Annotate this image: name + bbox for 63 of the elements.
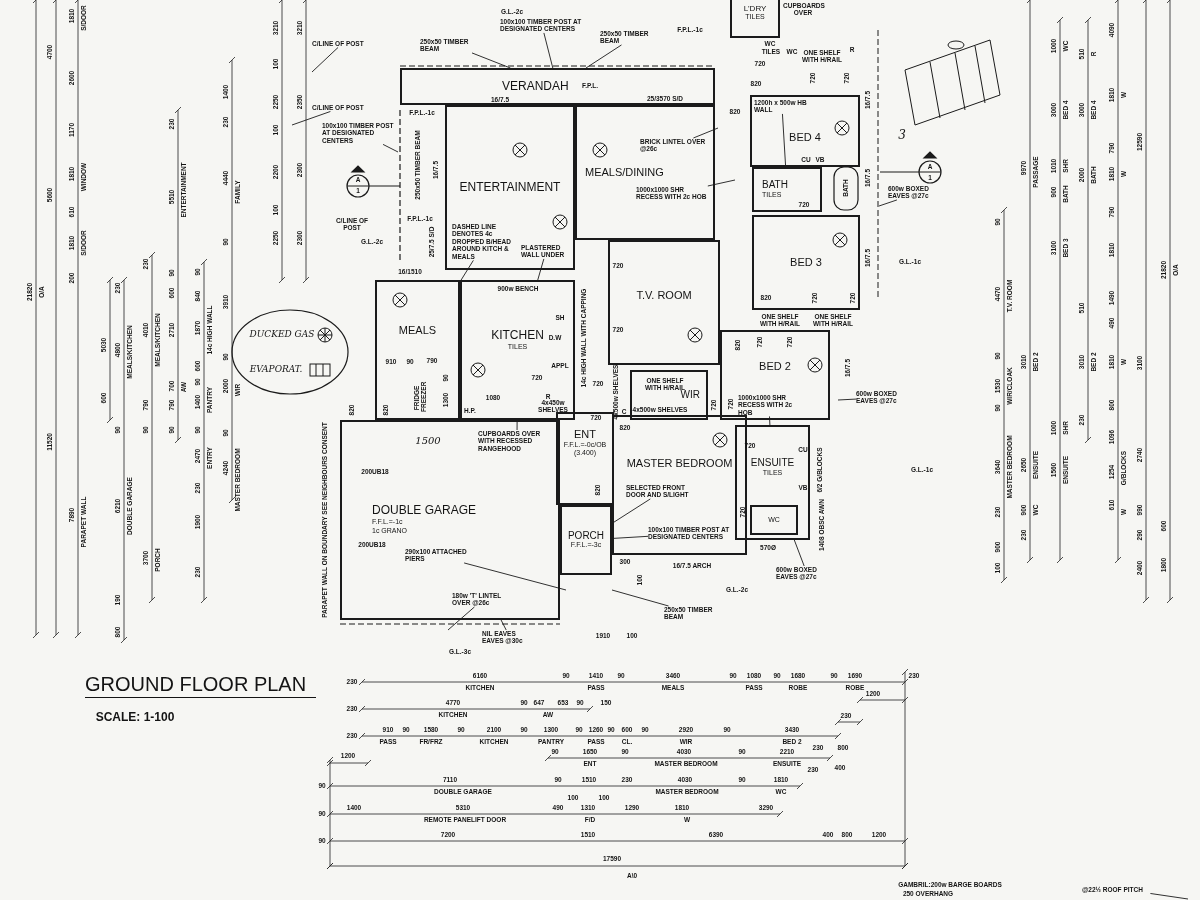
room-outline: [460, 280, 575, 420]
leader-line: [611, 589, 670, 607]
room-name: KITCHEN: [491, 328, 544, 343]
room-outline: [630, 370, 708, 420]
leader-line: [611, 498, 651, 524]
leader-line: [878, 199, 898, 207]
room-outline: [730, 0, 780, 38]
room-outline: [750, 505, 798, 535]
room-outline: [556, 412, 614, 505]
handwritten-note: DUCKED GAS: [249, 330, 315, 340]
leader-line: [463, 562, 567, 591]
room-outline: [375, 280, 460, 420]
room-name: L'DRY: [743, 4, 767, 14]
leader-line: [516, 419, 518, 431]
room-outline: [752, 215, 860, 310]
leader-line: [471, 52, 511, 69]
leader-line: [291, 111, 331, 126]
leader-line: [837, 398, 857, 401]
room-name: MEALS: [398, 323, 437, 337]
room-name: T.V. ROOM: [636, 289, 692, 302]
handwritten-note: EVAPORAT.: [249, 365, 303, 375]
room-outline: [735, 425, 810, 540]
leader-line: [782, 113, 787, 168]
room-name: ENT: [574, 428, 596, 441]
room-outline: [720, 330, 830, 420]
plan-title: GROUND FLOOR PLAN: [85, 673, 317, 698]
leader-line: [611, 535, 649, 539]
room-outline: [575, 105, 715, 240]
room-outline: [445, 105, 575, 270]
room-name: ENSUITE: [750, 457, 795, 469]
leader-line: [459, 259, 474, 283]
leader-line: [793, 539, 805, 567]
scale-note: SCALE: 1-100: [95, 711, 175, 725]
leader-line: [707, 179, 736, 187]
room-outline: [560, 505, 612, 575]
room-name: VERANDAH: [502, 79, 569, 94]
room-name: DOUBLE GARAGE: [372, 504, 477, 519]
room-name: BATH: [762, 179, 788, 191]
handwritten-note: 1500: [415, 434, 441, 446]
leader-line: [500, 619, 507, 631]
room-name: PORCH: [567, 529, 605, 542]
handwritten-note: 3: [898, 129, 906, 143]
leader-line: [1149, 893, 1189, 900]
leader-line: [537, 258, 545, 281]
leader-line: [585, 44, 622, 69]
leader-line: [447, 606, 475, 631]
room-outline: [340, 420, 560, 620]
room-name: MEALS/DINING: [585, 166, 664, 179]
leader-line: [692, 127, 719, 139]
leader-line: [311, 47, 339, 73]
room-name: ENTERTAINMENT: [459, 180, 561, 195]
room-outline: [750, 95, 860, 167]
room-name: BED 2: [759, 360, 791, 373]
room-outline: [400, 68, 715, 105]
leader-line: [382, 143, 399, 153]
room-name: MASTER BEDROOM: [626, 457, 733, 470]
room-name: BED 3: [790, 256, 822, 269]
room-outline: [752, 167, 822, 212]
leader-line: [543, 32, 554, 69]
room-outline: [608, 240, 720, 365]
leader-line: [769, 415, 771, 426]
room-name: WIR: [680, 389, 700, 401]
room-name: BED 4: [789, 130, 821, 144]
